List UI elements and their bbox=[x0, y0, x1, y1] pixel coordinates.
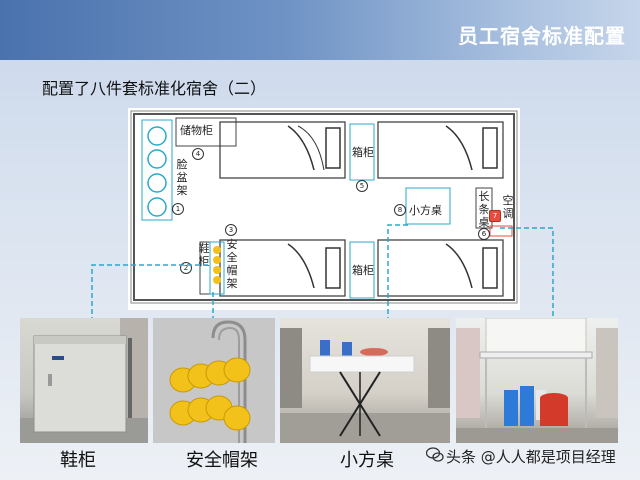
caption-shoe-cabinet: 鞋柜 bbox=[60, 450, 96, 471]
photo-long-table bbox=[456, 318, 618, 443]
label-air-conditioner: 空调 bbox=[502, 194, 514, 220]
label-shoe-cabinet: 鞋柜 bbox=[198, 242, 210, 268]
label-box-cabinet-top: 箱柜 bbox=[352, 146, 374, 159]
floor-plan-drawing bbox=[130, 110, 518, 304]
marker-2: 2 bbox=[180, 262, 192, 274]
photo-shoe-cabinet bbox=[20, 318, 148, 443]
label-long-table: 长条桌 bbox=[478, 190, 490, 229]
watermark: 头条 @人人都是项目经理 bbox=[446, 448, 616, 466]
marker-8: 8 bbox=[394, 204, 406, 216]
label-washbasin: 脸盆架 bbox=[176, 158, 188, 197]
photo-small-table bbox=[280, 318, 450, 443]
header-band bbox=[0, 0, 640, 60]
marker-6: 6 bbox=[478, 228, 490, 240]
floor-plan: 储物柜 脸盆架 鞋柜 安全帽架 箱柜 箱柜 小方桌 长条桌 空调 1 2 3 4… bbox=[128, 108, 520, 310]
slide-title: 员工宿舍标准配置 bbox=[458, 24, 626, 48]
label-small-table: 小方桌 bbox=[409, 204, 442, 217]
slide-subtitle: 配置了八件套标准化宿舍（二） bbox=[42, 79, 267, 98]
wechat-icon bbox=[426, 447, 444, 462]
marker-3: 3 bbox=[225, 224, 237, 236]
marker-7: 7 bbox=[489, 210, 501, 222]
caption-helmet-rack: 安全帽架 bbox=[186, 450, 258, 471]
label-storage-cabinet: 储物柜 bbox=[180, 124, 213, 137]
photo-helmet-rack bbox=[153, 318, 275, 443]
marker-5: 5 bbox=[356, 180, 368, 192]
label-box-cabinet-bottom: 箱柜 bbox=[352, 264, 374, 277]
marker-4: 4 bbox=[192, 148, 204, 160]
marker-1: 1 bbox=[172, 203, 184, 215]
caption-small-table: 小方桌 bbox=[340, 450, 394, 471]
label-helmet-rack: 安全帽架 bbox=[226, 238, 238, 290]
